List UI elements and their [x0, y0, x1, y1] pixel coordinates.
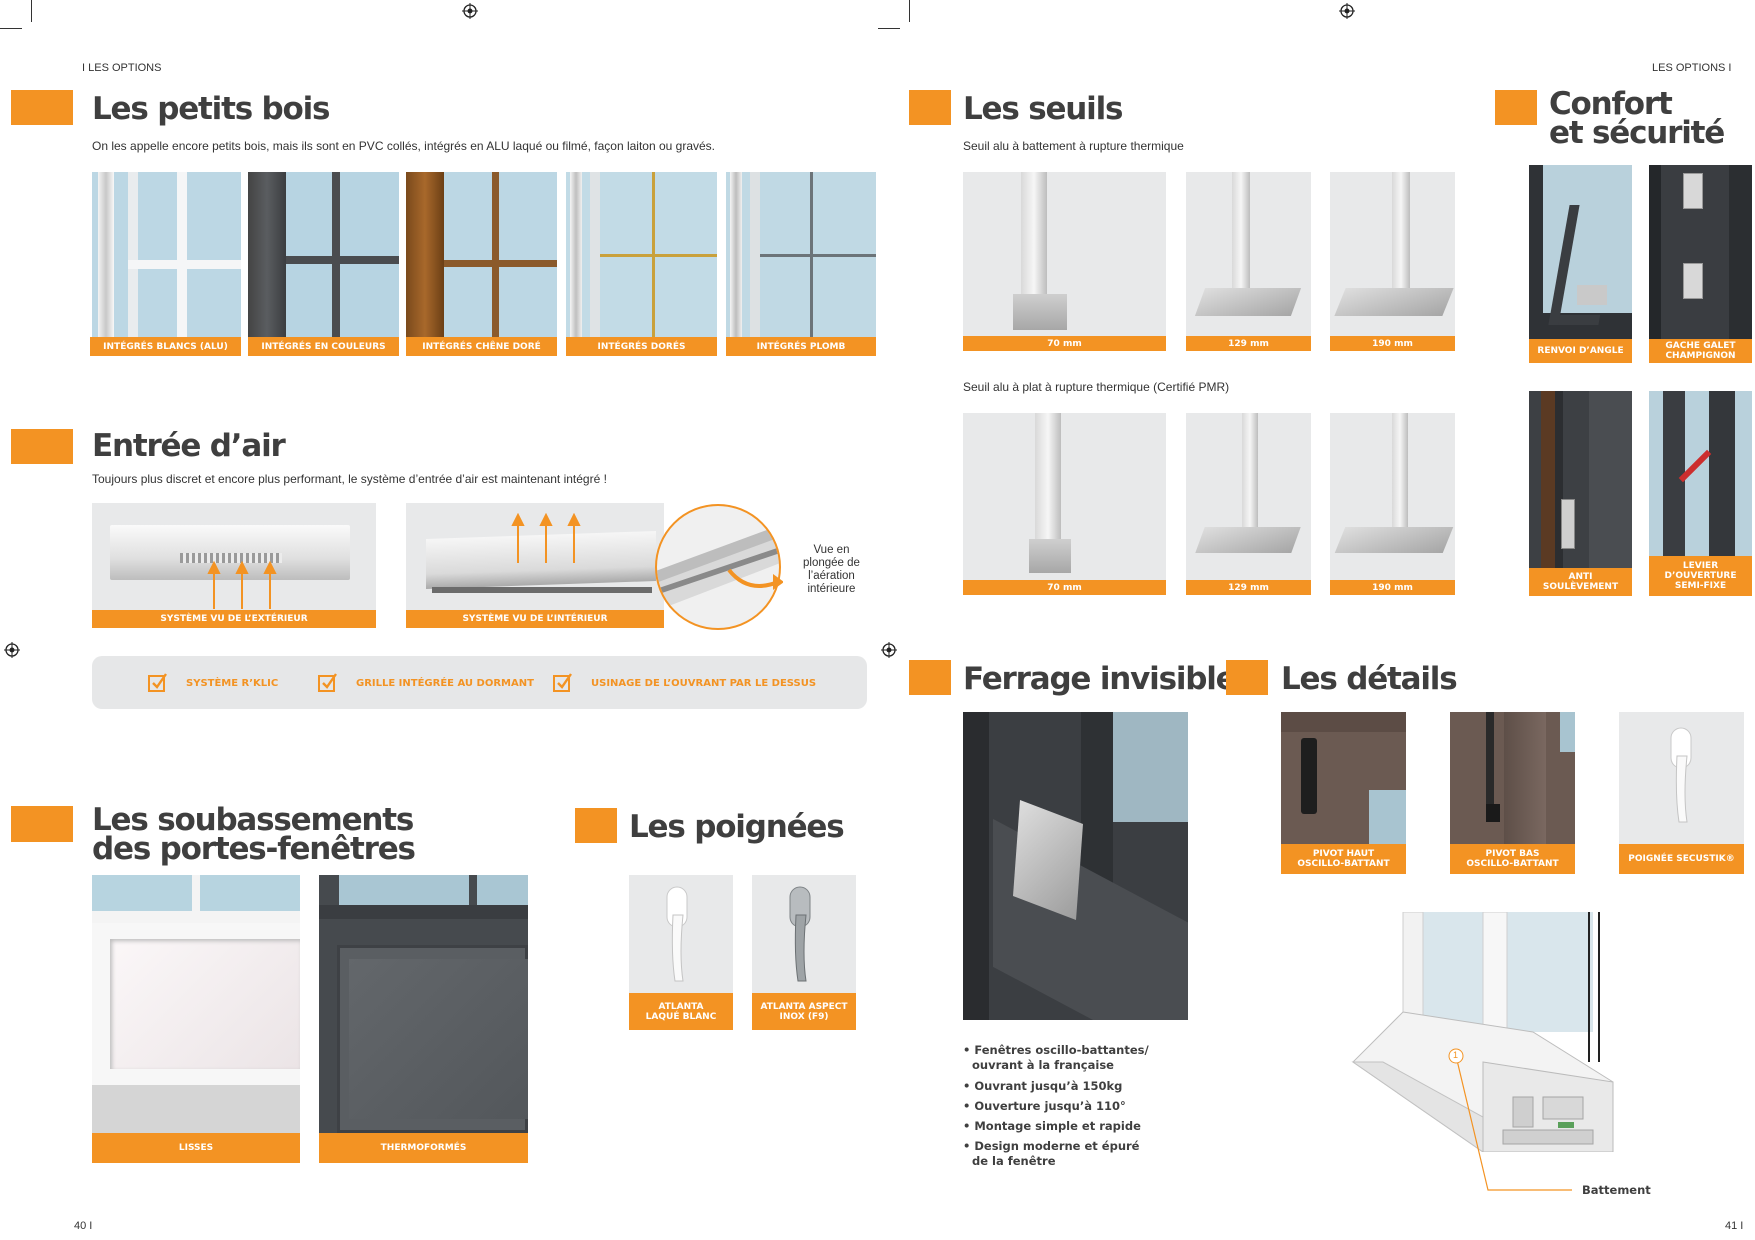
caption-seuil: 129 mm — [1186, 336, 1311, 351]
photo-seuil — [1186, 413, 1311, 580]
registration-mark-icon — [1339, 3, 1355, 19]
caption-seuil: 129 mm — [1186, 580, 1311, 595]
section-title-confort: Confort et sécurité — [1549, 86, 1725, 151]
photo-soubassement-lisse — [92, 875, 300, 1133]
section-title-ferrage: Ferrage invisible — [963, 661, 1237, 697]
zoom-detail-image — [655, 504, 783, 630]
bullet-item: • Design moderne et épuré de la fenêtre — [963, 1139, 1140, 1168]
caption-seuil: 190 mm — [1330, 580, 1455, 595]
caption-detail: PIVOT HAUT OSCILLO-BATTANT — [1281, 844, 1406, 874]
caption-poignee: ATLANTA ASPECT INOX (F9) — [752, 993, 856, 1030]
caption-confort: LEVIER D’OUVERTURE SEMI-FIXE — [1649, 556, 1752, 596]
section-marker — [11, 90, 73, 125]
caption-confort: GACHE GALET CHAMPIGNON — [1649, 339, 1752, 363]
caption-soubassement: THERMOFORMÉS — [319, 1133, 528, 1163]
caption-seuil: 190 mm — [1330, 336, 1455, 351]
photo-renvoi-angle — [1529, 165, 1632, 339]
registration-mark-icon — [881, 642, 897, 658]
section-marker — [575, 808, 617, 843]
bullet-item: • Fenêtres oscillo-battantes/ ouvrant à … — [963, 1043, 1149, 1072]
caption-petits-bois: INTÉGRÉS EN COULEURS — [248, 337, 399, 356]
photo-seuil — [963, 413, 1166, 580]
section-marker — [11, 429, 73, 464]
caption-confort: RENVOI D’ANGLE — [1529, 339, 1632, 363]
section-marker — [1495, 90, 1537, 125]
caption-detail: POIGNÉE SECUSTIK® — [1619, 844, 1744, 874]
photo-petits-bois-plomb — [726, 172, 876, 337]
photo-levier-ouverture — [1649, 391, 1752, 556]
photo-petits-bois-chene — [406, 172, 557, 337]
photo-petits-bois-couleurs — [248, 172, 399, 337]
registration-mark-icon — [4, 642, 20, 658]
photo-petits-bois-dores — [566, 172, 717, 337]
section-title-soubassements: Les soubassements des portes-fenêtres — [92, 802, 416, 867]
feature-panel — [92, 656, 867, 709]
photo-entree-air-exterieur — [92, 503, 376, 610]
registration-mark-icon — [462, 3, 478, 19]
page-number-left: 40 I — [74, 1220, 93, 1232]
callout-label: Battement — [1582, 1183, 1651, 1197]
photo-entree-air-interieur — [406, 503, 664, 610]
checkbox-icon — [148, 673, 167, 692]
caption-soubassement: LISSES — [92, 1133, 300, 1163]
section-marker — [11, 806, 73, 842]
caption-petits-bois: INTÉGRÉS DORÉS — [566, 337, 717, 356]
checkbox-icon — [553, 673, 572, 692]
page-number-right: 41 I — [1725, 1220, 1744, 1232]
seuils-subtitle-battement: Seuil alu à battement à rupture thermiqu… — [963, 139, 1184, 153]
petits-bois-description: On les appelle encore petits bois, mais … — [92, 139, 716, 153]
caption-petits-bois: INTÉGRÉS PLOMB — [726, 337, 876, 356]
callout-number: 1 — [1453, 1050, 1459, 1060]
section-title-entree-air: Entrée d’air — [92, 428, 286, 464]
photo-seuil — [1330, 413, 1455, 580]
photo-poignee-secustik — [1619, 712, 1744, 844]
photo-pivot-haut — [1281, 712, 1406, 844]
running-header-right: LES OPTIONS I — [1652, 62, 1732, 74]
feature-label: USINAGE DE L’OUVRANT PAR LE DESSUS — [591, 678, 817, 689]
caption-entree-air: SYSTÈME VU DE L’EXTÉRIEUR — [92, 610, 376, 628]
section-marker — [909, 90, 951, 125]
section-marker — [1226, 660, 1268, 695]
seuils-subtitle-plat: Seuil alu à plat à rupture thermique (Ce… — [963, 380, 1230, 394]
checkbox-icon — [318, 673, 337, 692]
feature-label: SYSTÈME R’KLIC — [186, 678, 279, 689]
caption-petits-bois: INTÉGRÉS CHÊNE DORÉ — [406, 337, 557, 356]
photo-petits-bois-blancs — [92, 172, 241, 337]
caption-poignee: ATLANTA LAQUÉ BLANC — [629, 993, 733, 1030]
photo-coupe-fenetre — [1343, 912, 1643, 1152]
caption-seuil: 70 mm — [963, 580, 1166, 595]
callout-line — [1448, 1048, 1572, 1191]
running-header-left: I LES OPTIONS — [82, 62, 162, 74]
caption-detail: PIVOT BAS OSCILLO-BATTANT — [1450, 844, 1575, 874]
section-marker — [909, 660, 951, 695]
section-title-details: Les détails — [1281, 661, 1458, 697]
photo-poignee-blanche — [629, 875, 733, 993]
caption-entree-air: SYSTÈME VU DE L’INTÉRIEUR — [406, 610, 664, 628]
photo-seuil — [1330, 172, 1455, 336]
photo-seuil — [1186, 172, 1311, 336]
section-title-poignees: Les poignées — [629, 809, 845, 845]
section-title-seuils: Les seuils — [963, 91, 1123, 127]
photo-soubassement-thermoforme — [319, 875, 528, 1133]
section-title-petits-bois: Les petits bois — [92, 91, 331, 127]
zoom-note: Vue en plongée de l’aération intérieure — [803, 544, 860, 595]
entree-air-description: Toujours plus discret et encore plus per… — [92, 472, 607, 486]
photo-gache-galet — [1649, 165, 1752, 339]
bullet-item: • Montage simple et rapide — [963, 1119, 1141, 1133]
caption-petits-bois: INTÉGRÉS BLANCS (ALU) — [90, 337, 241, 356]
bullet-item: • Ouvrant jusqu’à 150kg — [963, 1079, 1123, 1093]
feature-label: GRILLE INTÉGRÉE AU DORMANT — [356, 678, 534, 689]
photo-seuil — [963, 172, 1166, 336]
photo-poignee-inox — [752, 875, 856, 993]
caption-seuil: 70 mm — [963, 336, 1166, 351]
photo-ferrage-invisible — [963, 712, 1188, 1020]
photo-anti-soulevement — [1529, 391, 1632, 568]
photo-pivot-bas — [1450, 712, 1575, 844]
bullet-item: • Ouverture jusqu’à 110° — [963, 1099, 1126, 1113]
caption-confort: ANTI SOULÈVEMENT — [1529, 568, 1632, 596]
